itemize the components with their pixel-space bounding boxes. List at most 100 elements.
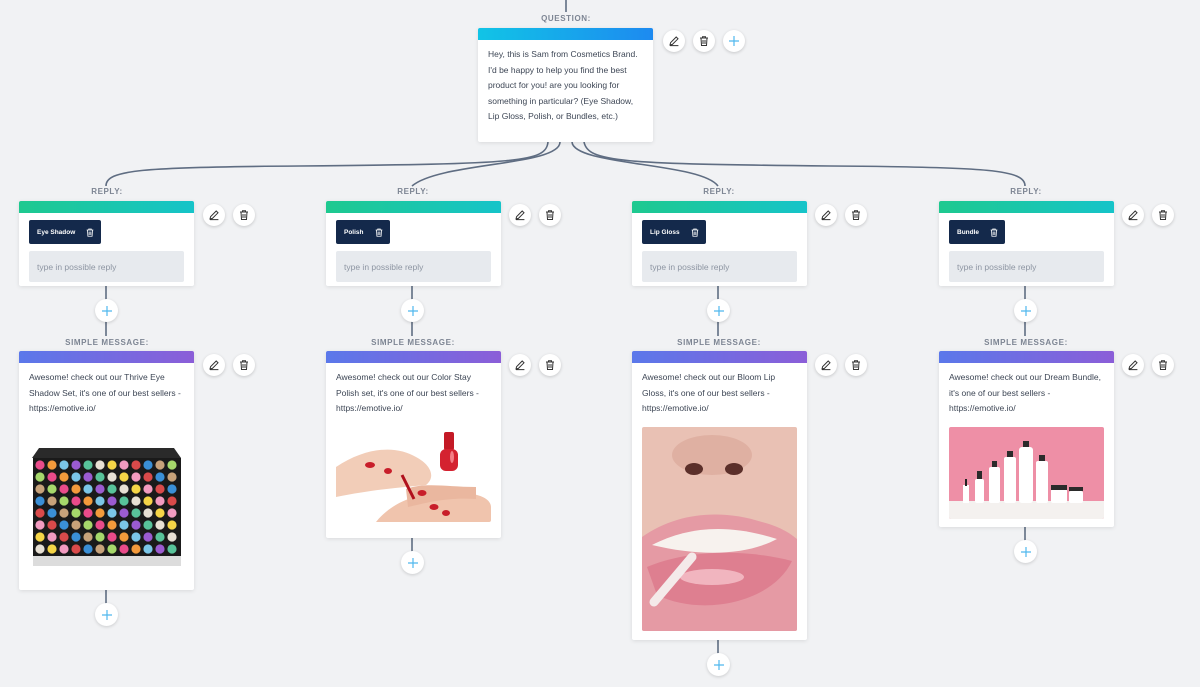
reply-edit-button[interactable] [509, 204, 531, 226]
add-step-button[interactable] [707, 299, 730, 322]
reply-label: REPLY: [1010, 187, 1042, 196]
message-card-lip-gloss[interactable]: Awesome! check out our Bloom Lip Gloss, … [632, 351, 807, 640]
reply-chip-delete-button[interactable] [688, 225, 702, 239]
reply-chip-delete-button[interactable] [987, 225, 1001, 239]
reply-delete-button[interactable] [539, 204, 561, 226]
plus-icon [713, 305, 724, 316]
add-step-button[interactable] [95, 603, 118, 626]
reply-input[interactable] [642, 251, 797, 282]
trash-icon [86, 228, 94, 237]
message-delete-button[interactable] [1152, 354, 1174, 376]
add-step-button[interactable] [95, 299, 118, 322]
reply-color-bar [19, 201, 194, 213]
plus-icon [407, 557, 418, 568]
pencil-icon [515, 360, 525, 371]
question-label: QUESTION: [541, 14, 591, 23]
add-step-button[interactable] [1014, 299, 1037, 322]
add-step-button[interactable] [1014, 540, 1037, 563]
add-step-button[interactable] [401, 299, 424, 322]
reply-color-bar [326, 201, 501, 213]
reply-input[interactable] [949, 251, 1104, 282]
plus-icon [101, 305, 112, 316]
reply-chip[interactable]: Lip Gloss [642, 220, 706, 244]
reply-delete-button[interactable] [1152, 204, 1174, 226]
reply-input[interactable] [336, 251, 491, 282]
reply-input[interactable] [29, 251, 184, 282]
message-color-bar [19, 351, 194, 363]
reply-color-bar [939, 201, 1114, 213]
trash-icon [375, 228, 382, 237]
message-edit-button[interactable] [1122, 354, 1144, 376]
reply-chip-label: Bundle [957, 228, 980, 236]
reply-chip[interactable]: Bundle [949, 220, 1006, 244]
reply-label: REPLY: [91, 187, 123, 196]
trash-icon [240, 210, 248, 220]
pencil-icon [821, 210, 831, 221]
question-add-button[interactable] [723, 30, 745, 52]
pencil-icon [209, 360, 219, 371]
plus-icon [729, 36, 739, 46]
reply-delete-button[interactable] [233, 204, 255, 226]
reply-edit-button[interactable] [203, 204, 225, 226]
reply-delete-button[interactable] [845, 204, 867, 226]
trash-icon [546, 360, 554, 370]
reply-chip[interactable]: Eye Shadow [29, 220, 102, 244]
reply-chip[interactable]: Polish [336, 220, 390, 244]
add-step-button[interactable] [401, 551, 424, 574]
plus-icon [407, 305, 418, 316]
message-color-bar [632, 351, 807, 363]
trash-icon [1159, 210, 1167, 220]
trash-icon [1159, 360, 1167, 370]
pencil-icon [1128, 210, 1138, 221]
question-text: Hey, this is Sam from Cosmetics Brand. I… [488, 49, 638, 121]
trash-icon [240, 360, 248, 370]
message-card-eye-shadow[interactable]: Awesome! check out our Thrive Eye Shadow… [19, 351, 194, 590]
message-text: Awesome! check out our Color Stay Polish… [336, 372, 479, 413]
lip-gloss-image [642, 427, 797, 631]
trash-icon [852, 360, 860, 370]
pencil-icon [1128, 360, 1138, 371]
reply-edit-button[interactable] [1122, 204, 1144, 226]
plus-icon [713, 659, 724, 670]
reply-chip-delete-button[interactable] [83, 225, 97, 239]
message-card-polish[interactable]: Awesome! check out our Color Stay Polish… [326, 351, 501, 538]
add-step-button[interactable] [707, 653, 730, 676]
question-delete-button[interactable] [693, 30, 715, 52]
message-edit-button[interactable] [203, 354, 225, 376]
reply-card-bundle[interactable]: Bundle [939, 201, 1114, 286]
trash-icon [990, 228, 998, 237]
message-text: Awesome! check out our Thrive Eye Shadow… [29, 372, 181, 413]
message-delete-button[interactable] [233, 354, 255, 376]
message-edit-button[interactable] [815, 354, 837, 376]
question-edit-button[interactable] [663, 30, 685, 52]
nail-polish-image [336, 427, 491, 522]
message-label: SIMPLE MESSAGE: [65, 338, 149, 347]
message-delete-button[interactable] [845, 354, 867, 376]
question-color-bar [478, 28, 653, 40]
pencil-icon [209, 210, 219, 221]
message-edit-button[interactable] [509, 354, 531, 376]
trash-icon [852, 210, 860, 220]
message-color-bar [326, 351, 501, 363]
question-card[interactable]: Hey, this is Sam from Cosmetics Brand. I… [478, 28, 653, 142]
reply-color-bar [632, 201, 807, 213]
message-card-bundle[interactable]: Awesome! check out our Dream Bundle, it'… [939, 351, 1114, 527]
plus-icon [1020, 305, 1031, 316]
reply-chip-label: Eye Shadow [37, 228, 76, 236]
reply-chip-label: Lip Gloss [650, 228, 680, 236]
message-label: SIMPLE MESSAGE: [677, 338, 761, 347]
reply-card-polish[interactable]: Polish [326, 201, 501, 286]
message-color-bar [939, 351, 1114, 363]
reply-chip-label: Polish [344, 228, 364, 236]
message-label: SIMPLE MESSAGE: [371, 338, 455, 347]
plus-icon [101, 609, 112, 620]
reply-card-eye-shadow[interactable]: Eye Shadow [19, 201, 194, 286]
reply-chip-delete-button[interactable] [372, 225, 386, 239]
reply-card-lip-gloss[interactable]: Lip Gloss [632, 201, 807, 286]
reply-label: REPLY: [703, 187, 735, 196]
reply-edit-button[interactable] [815, 204, 837, 226]
message-delete-button[interactable] [539, 354, 561, 376]
message-text: Awesome! check out our Bloom Lip Gloss, … [642, 372, 776, 413]
eyeshadow-palette-image [29, 444, 184, 574]
